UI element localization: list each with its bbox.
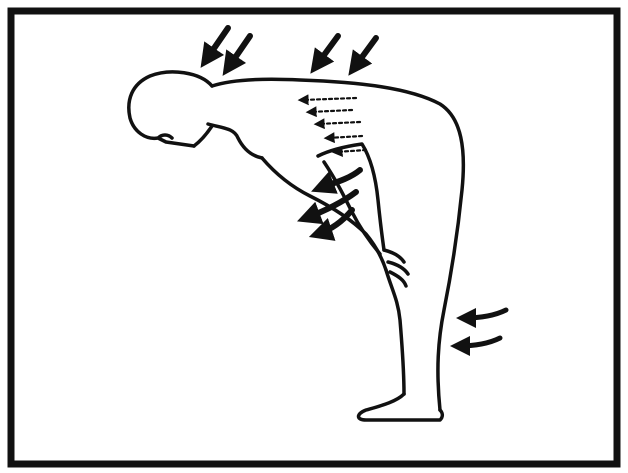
calf-leftward-arrows-icon — [458, 310, 506, 346]
hand-outline — [384, 250, 408, 286]
head-downward-arrows-icon — [206, 28, 250, 68]
leg-front-outline — [386, 270, 404, 394]
person-figure — [129, 72, 464, 420]
back-outline — [212, 79, 463, 410]
arm-outline — [262, 158, 386, 270]
foot-outline — [359, 394, 443, 420]
head-outline — [129, 72, 212, 146]
back-downward-arrows-icon — [316, 36, 376, 68]
neck-outline — [194, 124, 262, 158]
